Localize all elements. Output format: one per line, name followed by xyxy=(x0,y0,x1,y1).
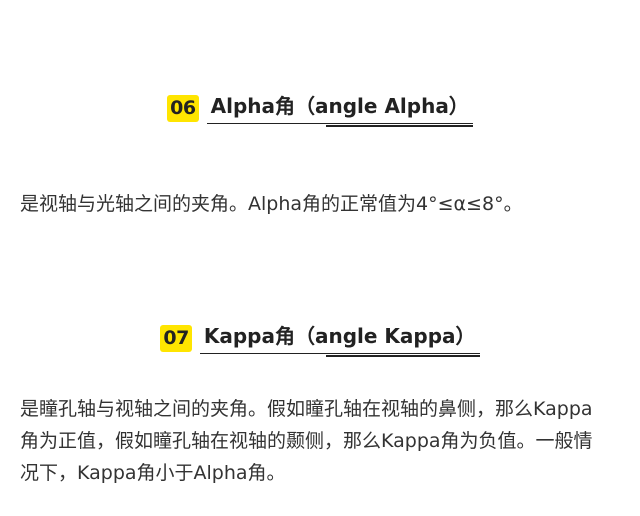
section-number-badge: 06 xyxy=(167,95,199,122)
section-heading-alpha: 06 Alpha角（angle Alpha） xyxy=(0,93,640,127)
heading-row: 06 Alpha角（angle Alpha） xyxy=(167,93,474,127)
section-paragraph-alpha: 是视轴与光轴之间的夹角。Alpha角的正常值为4°≤α≤8°。 xyxy=(20,193,523,215)
section-heading-kappa: 07 Kappa角（angle Kappa） xyxy=(0,323,640,357)
section-paragraph-kappa: 是瞳孔轴与视轴之间的夹角。假如瞳孔轴在视轴的鼻侧，那么Kappa角为正值，假如瞳… xyxy=(20,398,593,484)
section-title: Kappa角（angle Kappa） xyxy=(199,323,480,357)
section-title: Alpha角（angle Alpha） xyxy=(206,93,474,127)
section-number-badge: 07 xyxy=(160,325,192,352)
heading-row: 07 Kappa角（angle Kappa） xyxy=(160,323,480,357)
